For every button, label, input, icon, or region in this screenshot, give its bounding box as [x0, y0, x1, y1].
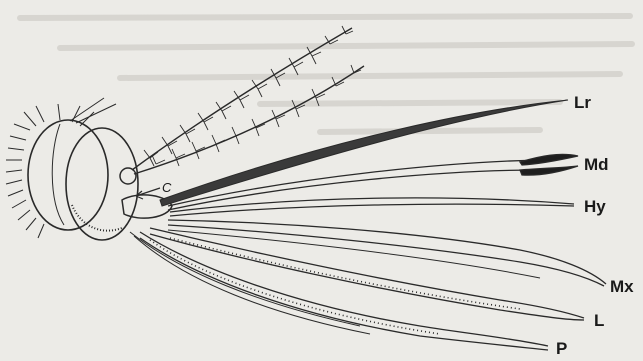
pointer-c-arrow	[136, 188, 160, 199]
labrum	[160, 100, 568, 206]
head-bristles	[6, 98, 116, 238]
label-md: Md	[584, 155, 609, 174]
label-c: C	[162, 180, 172, 195]
label-mx: Mx	[610, 277, 634, 296]
faded-background-text	[20, 16, 632, 132]
label-lr: Lr	[574, 93, 591, 112]
maxillary-palps	[130, 232, 548, 350]
antenna-lower	[134, 66, 364, 174]
label-l: L	[594, 311, 604, 330]
maxillae	[168, 220, 606, 286]
label-hy: Hy	[584, 197, 606, 216]
hypopharynx	[170, 198, 574, 216]
label-p: P	[556, 339, 567, 358]
